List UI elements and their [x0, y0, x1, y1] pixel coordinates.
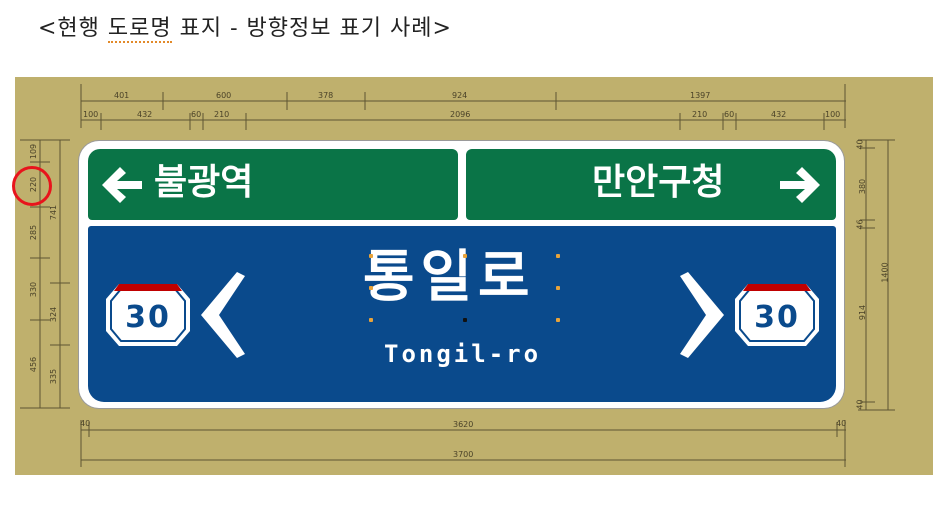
dim-label: 40: [80, 419, 91, 428]
dim-label: 330: [29, 281, 39, 298]
dim-label: 401: [114, 91, 130, 100]
selection-handle: [556, 286, 560, 290]
dim-label: 60: [191, 110, 202, 119]
route-number-right: 30: [754, 300, 800, 335]
dim-label: 100: [825, 110, 841, 119]
dim-label: 100: [83, 110, 99, 119]
destination-panel-right: 만안구청: [466, 149, 836, 220]
route-shield-right: 30: [734, 283, 820, 347]
right-arrow-icon: [780, 167, 820, 203]
page-title: <현행 도로명 표지 - 방향정보 표기 사례>: [38, 10, 452, 43]
dim-label: 1400: [880, 262, 890, 283]
route-shield-icon: [735, 284, 819, 346]
selection-handle: [556, 318, 560, 322]
selection-handle: [369, 254, 373, 258]
selection-handle: [463, 318, 467, 322]
dim-label: 3700: [453, 450, 474, 459]
route-number-left: 30: [125, 300, 171, 335]
dim-label: 40: [855, 139, 865, 150]
dim-label: 109: [29, 143, 39, 160]
selection-handle: [369, 286, 373, 290]
dim-label: 3620: [453, 420, 474, 429]
route-shield-left: 30: [105, 283, 191, 347]
dim-label: 2096: [450, 110, 471, 119]
dim-label: 432: [771, 110, 787, 119]
dim-label: 285: [29, 224, 39, 241]
road-name-roman: Tongil-ro: [384, 340, 542, 368]
dim-label: 40: [836, 419, 847, 428]
dim-label: 40: [855, 399, 865, 410]
right-chevron-icon: [680, 272, 724, 358]
dim-label: 324: [49, 306, 59, 323]
left-chevron-icon: [201, 272, 245, 358]
selection-handle: [463, 254, 467, 258]
dim-label: 456: [29, 356, 39, 373]
dim-label: 432: [137, 110, 153, 119]
dim-label: 924: [452, 91, 468, 100]
dim-label: 210: [692, 110, 708, 119]
road-name-korean: 통일로: [363, 245, 536, 310]
highlight-circle: [12, 166, 52, 206]
dim-label: 1397: [690, 91, 711, 100]
left-arrow-icon: [102, 167, 142, 203]
left-destination-label: 불광역: [154, 162, 254, 203]
dim-label: 335: [49, 368, 59, 385]
selection-handle: [556, 254, 560, 258]
right-destination-label: 만안구청: [592, 162, 725, 203]
route-shield-icon: [106, 284, 190, 346]
destination-panel-left: 불광역: [88, 149, 458, 220]
dim-label: 914: [858, 304, 868, 321]
dim-label: 741: [49, 204, 59, 221]
selection-handle: [369, 318, 373, 322]
dim-label: 380: [858, 178, 868, 195]
dim-label: 46: [855, 219, 865, 230]
dim-label: 60: [724, 110, 735, 119]
road-name-panel: 30 통일로 Tongil-ro 30: [88, 226, 836, 402]
title-underlined-word: 도로명: [107, 16, 172, 43]
dim-label: 210: [214, 110, 230, 119]
road-sign: 불광역 만안구청 30 통일로 Tongil-ro: [79, 141, 844, 408]
dim-label: 378: [318, 91, 334, 100]
dim-label: 600: [216, 91, 232, 100]
title-prefix: <현행: [38, 16, 108, 41]
title-suffix: 표지 - 방향정보 표기 사례>: [171, 16, 452, 41]
